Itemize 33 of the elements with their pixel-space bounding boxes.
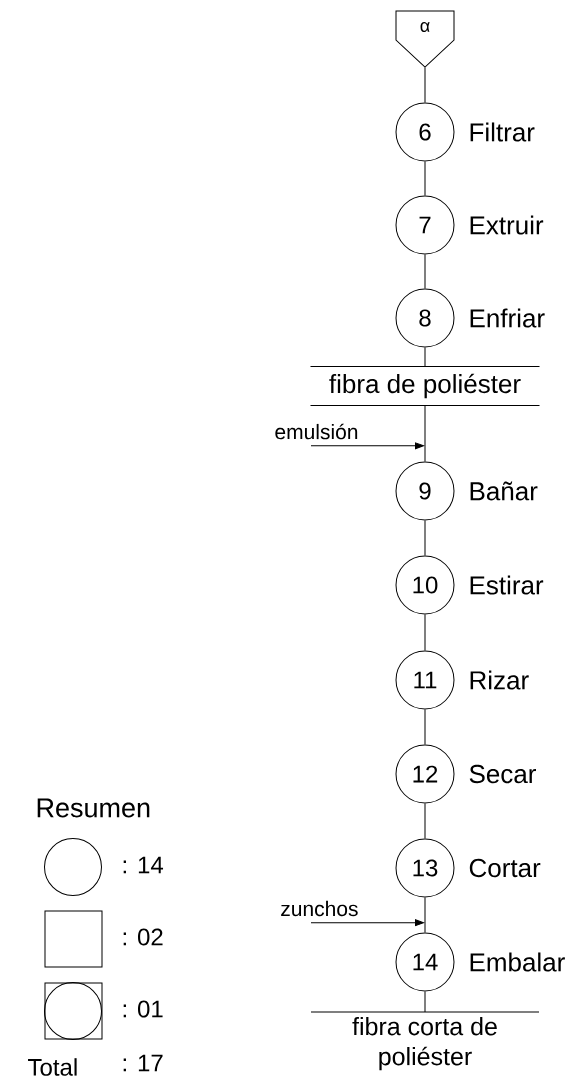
- connector-line: [424, 991, 426, 1013]
- connector-line: [424, 614, 426, 651]
- material-band: fibra de poliéster: [310, 366, 540, 406]
- connector-line: [424, 897, 426, 933]
- connector-line: [424, 709, 426, 745]
- total-count: : 17: [123, 1054, 163, 1072]
- edge-label: emulsión: [275, 423, 358, 440]
- legend-title: Resumen: [37, 798, 150, 818]
- connector-line: [424, 67, 426, 103]
- legend-count: : 14: [123, 856, 164, 874]
- legend-count: : 02: [123, 928, 163, 946]
- legend-count: : 01: [123, 1000, 163, 1018]
- total-label: Total: [28, 1058, 77, 1076]
- step-label: Extruir: [470, 215, 544, 235]
- connector-line: [424, 520, 426, 556]
- step-label: Embalar: [470, 952, 565, 972]
- input-arrow: [310, 442, 424, 450]
- step-label: Bañar: [470, 481, 538, 501]
- connector-line: [424, 254, 426, 289]
- step-label: Enfriar: [470, 308, 545, 328]
- connector-line: [424, 161, 426, 196]
- edge-label: zunchos: [281, 900, 358, 917]
- step-label: Estirar: [470, 575, 544, 595]
- step-label: Cortar: [469, 858, 541, 878]
- step-label: Rizar: [470, 670, 529, 690]
- connector-line: [424, 803, 426, 839]
- step-label: Filtrar: [470, 122, 535, 142]
- connector-line: [424, 347, 426, 367]
- output-label: fibra corta de poliéster: [310, 1011, 540, 1071]
- step-label: Secar: [469, 764, 536, 784]
- connector-label: α: [420, 22, 430, 32]
- connector-line: [424, 405, 426, 462]
- input-arrow: [310, 919, 424, 927]
